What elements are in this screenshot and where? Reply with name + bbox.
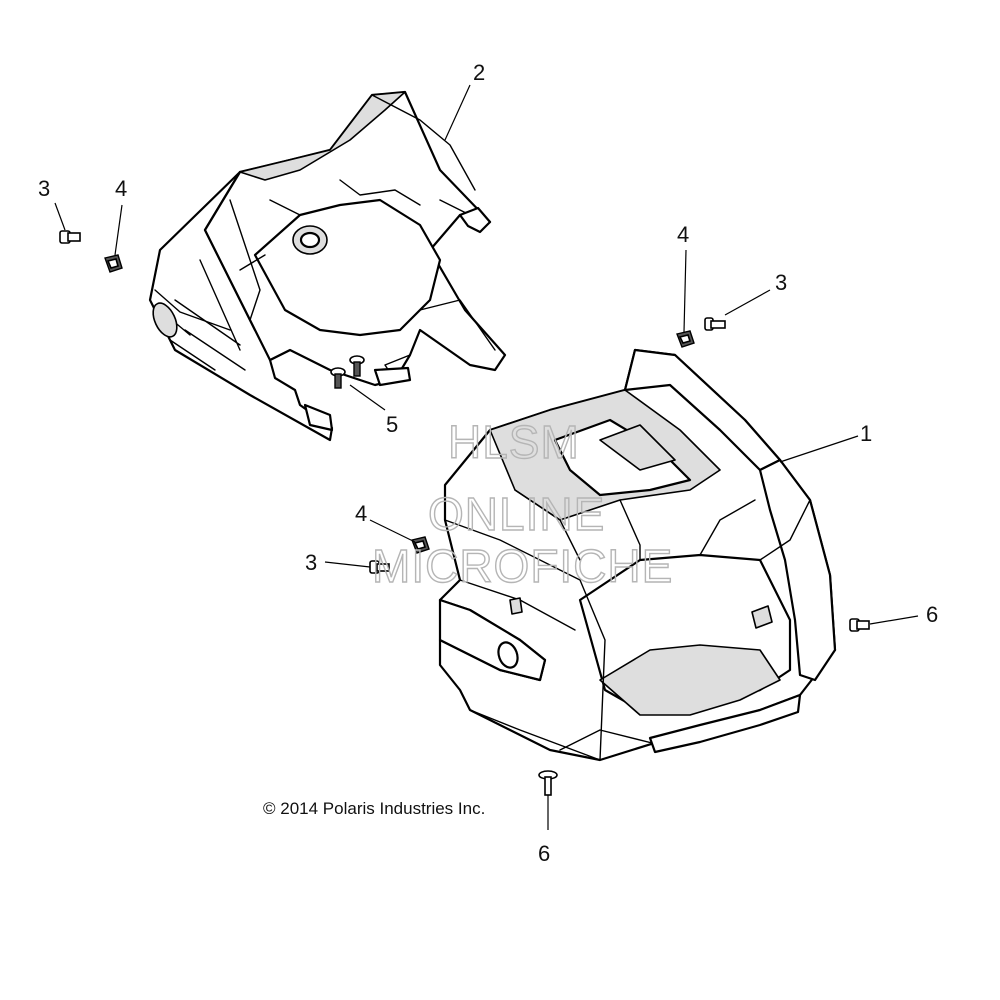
callout-labels: 2 3 4 4 3 5 1 4 3 6 6	[38, 60, 938, 866]
callout-6-right: 6	[926, 602, 938, 627]
callout-6-bottom: 6	[538, 841, 550, 866]
screw-pair[interactable]	[330, 355, 365, 389]
bolt-middle[interactable]	[369, 560, 390, 574]
screw-bottom[interactable]	[538, 770, 558, 796]
clip-right[interactable]	[676, 330, 695, 348]
clip-middle[interactable]	[411, 536, 430, 554]
part-1-front-hood[interactable]	[438, 348, 837, 762]
callout-4-right: 4	[677, 222, 689, 247]
callout-3-right: 3	[775, 270, 787, 295]
callout-2: 2	[473, 60, 485, 85]
watermark-line1: HLSM	[448, 416, 580, 468]
callout-1: 1	[860, 421, 872, 446]
callout-3-middle: 3	[305, 550, 317, 575]
bolt-top-left[interactable]	[59, 230, 81, 244]
callout-3-top-left: 3	[38, 176, 50, 201]
watermark-line2: ONLINE	[428, 488, 605, 540]
watermark-line3: MICROFICHE	[372, 540, 673, 592]
callout-4-middle: 4	[355, 501, 367, 526]
watermark: HLSM ONLINE MICROFICHE	[371, 415, 673, 592]
part-2-upper-panel[interactable]	[148, 90, 507, 442]
clip-top-left[interactable]	[104, 254, 123, 273]
leader-lines	[54, 84, 919, 830]
bolt-right[interactable]	[704, 317, 726, 331]
copyright-notice: © 2014 Polaris Industries Inc.	[263, 799, 485, 818]
callout-5: 5	[386, 412, 398, 437]
callout-4-top-left: 4	[115, 176, 127, 201]
screw-right[interactable]	[849, 618, 870, 632]
